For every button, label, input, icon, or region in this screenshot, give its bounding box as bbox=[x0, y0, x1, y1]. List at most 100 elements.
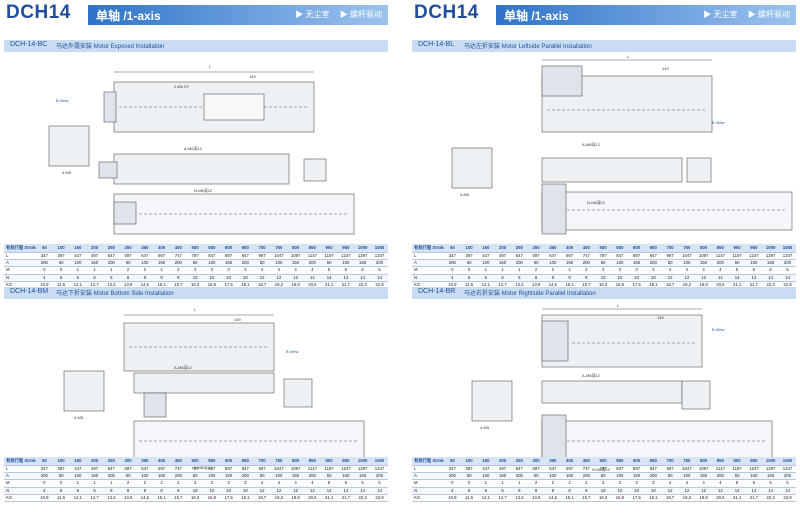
table-cell: 2 bbox=[527, 479, 545, 488]
section-band: DCH-14-BC 马达外露安装 Motor Exposed Installat… bbox=[4, 40, 388, 52]
table-cell: 5 bbox=[745, 266, 763, 275]
table-cell: 4 bbox=[253, 479, 271, 488]
table-cell: 1247 bbox=[337, 465, 355, 474]
table-cell: A bbox=[412, 472, 444, 481]
table-cell: 500 bbox=[594, 244, 612, 253]
table-cell: 6 bbox=[86, 274, 103, 282]
table-cell: 100 bbox=[460, 457, 478, 466]
table-cell: 150 bbox=[86, 472, 103, 481]
table-cell: 150 bbox=[153, 259, 170, 268]
table-cell: 15,7 bbox=[170, 494, 187, 503]
table-cell: 50 bbox=[661, 472, 679, 481]
table-cell: 200 bbox=[103, 472, 120, 481]
table-cell: 3 bbox=[594, 266, 612, 275]
table-cell: 3 bbox=[203, 479, 221, 488]
table-cell: 14 bbox=[371, 487, 388, 495]
table-cell: 13,3 bbox=[511, 494, 528, 503]
table-cell: 800 bbox=[695, 244, 712, 253]
table-cell: 497 bbox=[494, 252, 511, 261]
table-cell: 22,3 bbox=[354, 494, 371, 503]
table-cell: 3 bbox=[186, 266, 204, 275]
table-cell: 12,7 bbox=[86, 494, 103, 503]
section-band: DCH-14-BR 马达右折安装 Motor Rightside Paralle… bbox=[412, 287, 796, 299]
table-cell: 19,3 bbox=[270, 494, 288, 503]
table-cell: A bbox=[412, 259, 444, 268]
table-cell: 12 bbox=[695, 274, 712, 282]
table-cell: 10 bbox=[186, 487, 204, 495]
table-cell: 550 bbox=[611, 244, 629, 253]
table-cell: 547 bbox=[103, 465, 120, 474]
table-cell: 50 bbox=[186, 259, 204, 268]
table-cell: 6 bbox=[494, 487, 511, 495]
table-cell: 21,7 bbox=[337, 494, 355, 503]
table-cell: 5 bbox=[728, 266, 746, 275]
table-cell: 997 bbox=[253, 252, 271, 261]
table-cell: 150 bbox=[628, 472, 645, 481]
table-cell: 200 bbox=[170, 472, 187, 481]
table-cell: 500 bbox=[594, 457, 612, 466]
table-cell: 650 bbox=[237, 244, 254, 253]
table-cell: 4 bbox=[444, 274, 461, 282]
table-cell: 50 bbox=[594, 259, 612, 268]
table-cell: 12,7 bbox=[494, 494, 511, 503]
table-cell: 200 bbox=[578, 259, 595, 268]
table-cell: 950 bbox=[745, 457, 763, 466]
table-cell: 347 bbox=[444, 252, 461, 261]
table-cell: 3 bbox=[594, 479, 612, 488]
table-cell: KG bbox=[412, 494, 444, 503]
table-cell: 447 bbox=[477, 252, 495, 261]
table-cell: 450 bbox=[170, 457, 187, 466]
table-cell: 8 bbox=[119, 487, 137, 495]
table-cell: 400 bbox=[153, 244, 170, 253]
table-cell: 18,1 bbox=[645, 494, 662, 503]
table-cell: 697 bbox=[153, 465, 170, 474]
table-cell: 1050 bbox=[779, 457, 796, 466]
table-cell: 450 bbox=[578, 457, 595, 466]
table-cell: 150 bbox=[153, 472, 170, 481]
dim-label-149: 149 bbox=[234, 317, 241, 322]
table-cell: 1 bbox=[511, 266, 528, 275]
table-cell: 847 bbox=[611, 465, 629, 474]
table-cell: 650 bbox=[237, 457, 254, 466]
table-cell: 19,3 bbox=[678, 494, 696, 503]
table-cell: 10 bbox=[237, 487, 254, 495]
table-cell: 0 bbox=[444, 266, 461, 275]
table-cell: 8 bbox=[578, 487, 595, 495]
table-cell: 4 bbox=[287, 479, 304, 488]
table-cell: 300 bbox=[527, 244, 545, 253]
table-cell: 14 bbox=[337, 487, 355, 495]
table-cell: 6 bbox=[477, 487, 495, 495]
table-cell: 10 bbox=[237, 274, 254, 282]
model-title: DCH14 bbox=[6, 2, 71, 23]
header-bar: 单轴 /1-axis ▶ 无尘室 ▶ 螺杆驱动 bbox=[496, 5, 796, 25]
table-cell: 1197 bbox=[320, 465, 338, 474]
table-cell: 14 bbox=[779, 274, 796, 282]
section-code: DCH-14-BC bbox=[10, 41, 48, 48]
table-cell: 3 bbox=[645, 479, 662, 488]
table-cell: 200 bbox=[103, 259, 120, 268]
table-cell: 6 bbox=[103, 274, 120, 282]
table-cell: 12 bbox=[304, 274, 321, 282]
table-cell: 700 bbox=[253, 457, 271, 466]
table-cell: 400 bbox=[561, 457, 578, 466]
hole-label-m5: 4-M5 bbox=[74, 415, 84, 420]
table-cell: 850 bbox=[712, 244, 729, 253]
table-cell: 1 bbox=[86, 266, 103, 275]
catalog-page-left: DCH14 单轴 /1-axis ▶ 无尘室 ▶ 螺杆驱动 DCH-14-BC … bbox=[0, 0, 392, 516]
section-name: 马达下折安装 Motor Bottom Side Installation bbox=[56, 291, 174, 297]
table-cell: 100 bbox=[611, 259, 629, 268]
table-cell: 1347 bbox=[371, 465, 388, 474]
table-cell: 1147 bbox=[712, 252, 729, 261]
table-cell: 397 bbox=[52, 252, 70, 261]
table-cell: 10,9 bbox=[444, 494, 461, 503]
table-cell: 22,9 bbox=[371, 494, 388, 503]
table-cell: 6 bbox=[69, 487, 87, 495]
table-cell: 150 bbox=[69, 244, 87, 253]
table-cell: 200 bbox=[779, 259, 796, 268]
table-cell: 200 bbox=[645, 472, 662, 481]
